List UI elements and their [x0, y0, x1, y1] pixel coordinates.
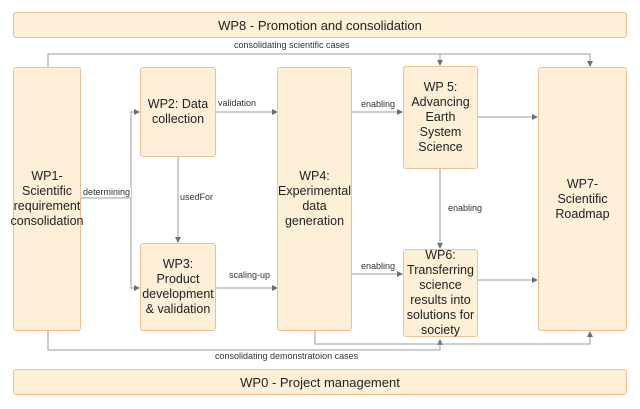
label-validation: validation [217, 98, 258, 108]
label-consolidating-demonstration: consolidating demonstratoion cases [214, 351, 360, 361]
node-wp5: WP 5: Advancing Earth System Science [403, 66, 478, 169]
label-enabling-wp4-wp6: enabling [360, 261, 397, 271]
node-wp6: WP6: Transferring science results into s… [403, 248, 478, 337]
label-consolidating-scientific: consolidating scientific cases [233, 40, 351, 50]
edge-wp4-wp7 [314, 331, 593, 345]
node-wp1: WP1- Scientific requirement consolidatio… [11, 67, 83, 331]
wp0-banner: WP0 - Project management [13, 369, 627, 395]
node-wp4: WP4: Experimental data generation [277, 67, 352, 331]
label-enabling-wp4-wp5: enabling [360, 99, 397, 109]
node-wp2: WP2: Data collection [140, 67, 216, 157]
edge-determining-wp3 [130, 198, 140, 291]
label-scaling-up: scaling-up [228, 270, 272, 280]
label-enabling-wp5-wp6: enabling [447, 203, 484, 213]
edge-consolidating-demonstration [47, 331, 443, 351]
label-used-for: usedFor [179, 192, 215, 202]
node-wp7: WP7- Scientific Roadmap [538, 67, 627, 331]
wp8-banner: WP8 - Promotion and consolidation [13, 12, 627, 38]
edge-determining-wp2 [81, 109, 140, 199]
node-wp3: WP3: Product development & validation [140, 243, 216, 331]
edge-consolidating-scientific [47, 53, 593, 67]
label-determining: determining [82, 187, 132, 197]
